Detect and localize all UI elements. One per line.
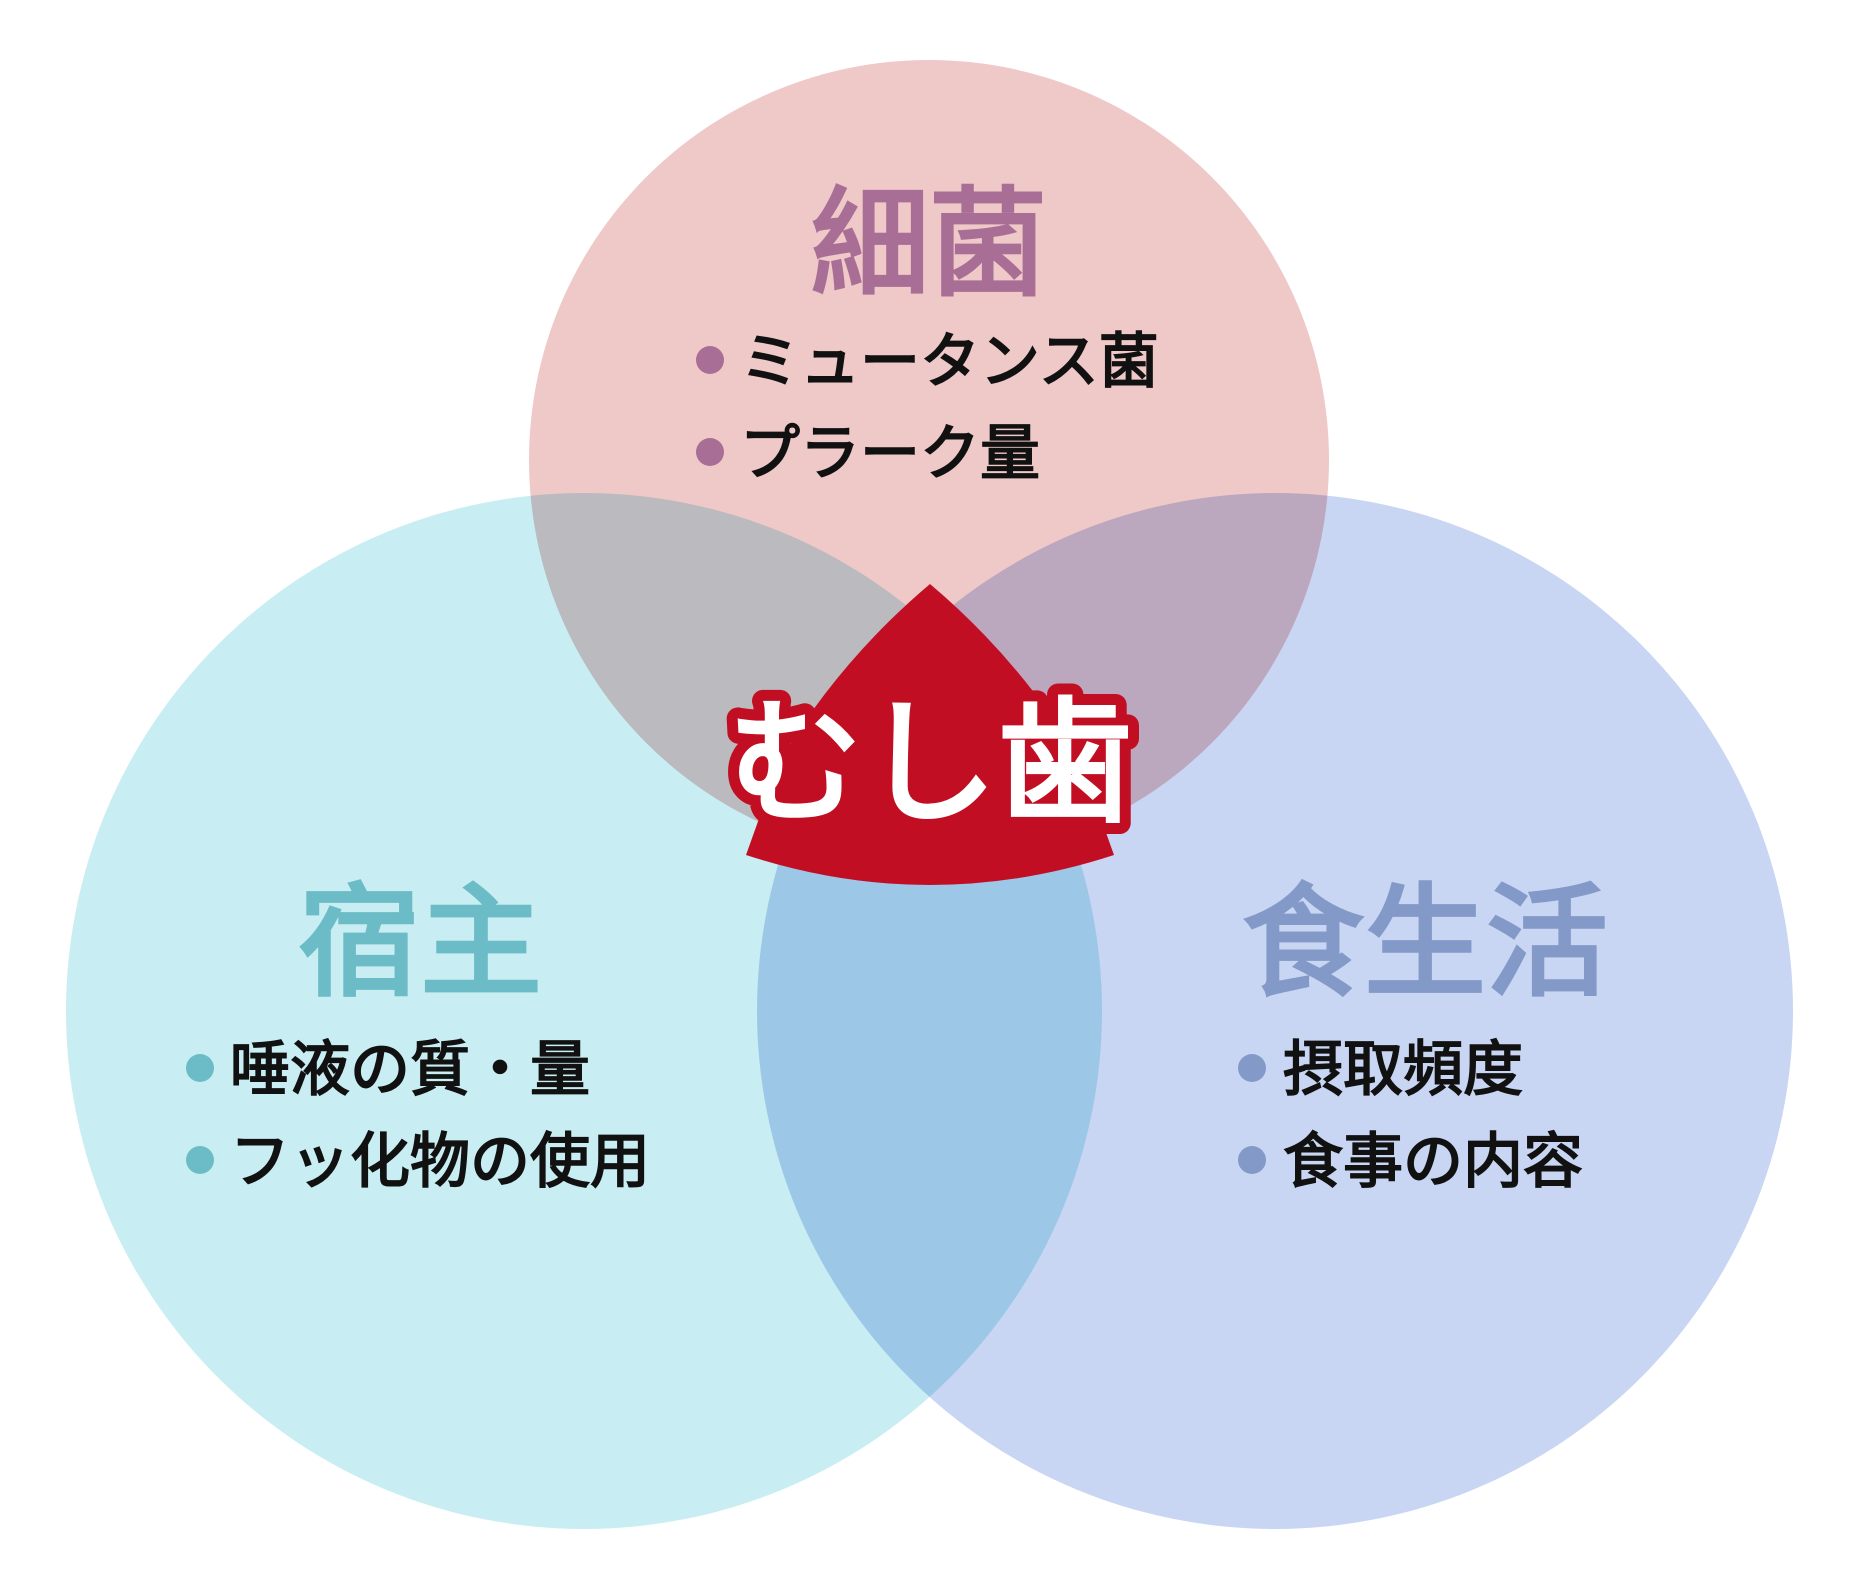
bacteria-title: 細菌 [811, 175, 1047, 313]
bullet-icon [186, 1054, 214, 1082]
bullet-icon [186, 1146, 214, 1174]
bullet-icon [1238, 1146, 1266, 1174]
diet-title: 食生活 [1242, 872, 1608, 1014]
bacteria-item: ミュータンス菌 [740, 327, 1159, 397]
host-title: 宿主 [298, 872, 542, 1014]
bullet-icon [696, 346, 724, 374]
host-item: 唾液の質・量 [230, 1035, 590, 1105]
caries-center-shape [746, 584, 1114, 885]
host-item: フッ化物の使用 [230, 1127, 650, 1197]
bullet-icon [1238, 1054, 1266, 1082]
bullet-icon [696, 438, 724, 466]
diet-item: 食事の内容 [1283, 1127, 1583, 1197]
bacteria-item: プラーク量 [740, 419, 1040, 489]
caries-label: むし歯 [728, 685, 1133, 842]
diet-item: 摂取頻度 [1283, 1035, 1523, 1105]
